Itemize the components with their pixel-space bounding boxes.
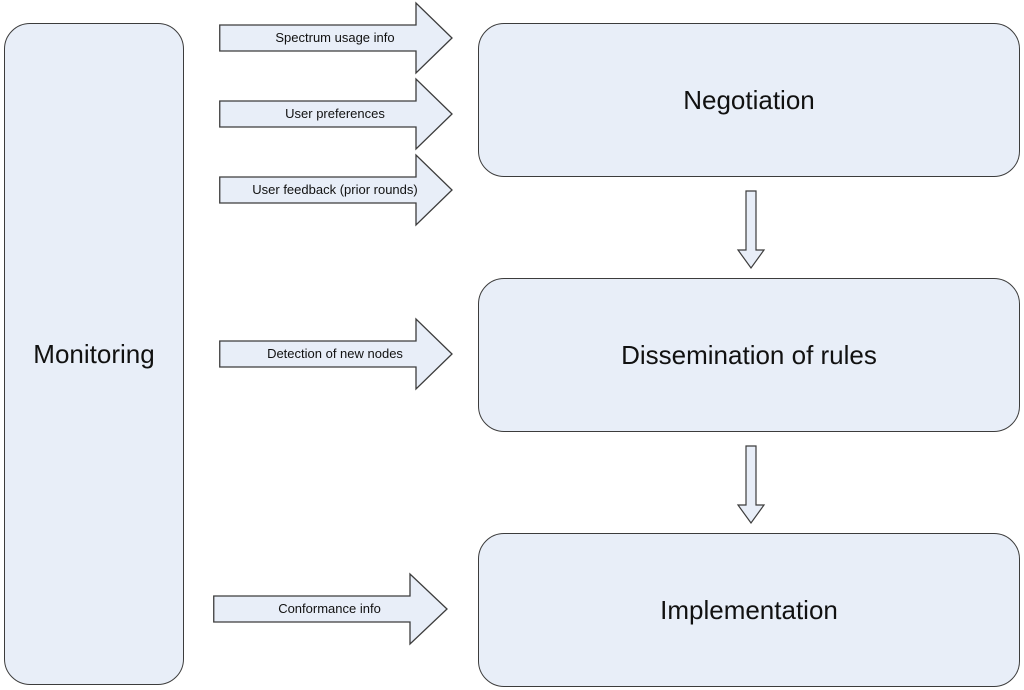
implementation-box: Implementation — [478, 533, 1020, 687]
right-arrow-icon — [213, 572, 448, 646]
monitoring-label: Monitoring — [33, 338, 155, 369]
down-arrow-icon — [736, 445, 766, 525]
down-arrow-icon — [736, 190, 766, 270]
conformance-label: Conformance info — [278, 601, 381, 616]
dissemination-box: Dissemination of rules — [478, 278, 1020, 432]
right-arrow-icon — [219, 153, 453, 227]
monitoring-box: Monitoring — [4, 23, 184, 685]
right-arrow-icon — [219, 1, 453, 75]
user-feedback-label: User feedback (prior rounds) — [252, 182, 418, 197]
dissemination-to-implementation-arrow — [736, 445, 766, 525]
user-feedback-arrow: User feedback (prior rounds) — [219, 153, 453, 227]
right-arrow-icon — [219, 77, 453, 151]
negotiation-box: Negotiation — [478, 23, 1020, 177]
negotiation-label: Negotiation — [683, 84, 815, 115]
negotiation-to-dissemination-arrow — [736, 190, 766, 270]
detection-new-nodes-label: Detection of new nodes — [267, 346, 403, 361]
conformance-arrow: Conformance info — [213, 572, 448, 646]
right-arrow-icon — [219, 317, 453, 391]
user-preferences-label: User preferences — [285, 106, 385, 121]
user-preferences-arrow: User preferences — [219, 77, 453, 151]
dissemination-label: Dissemination of rules — [621, 339, 877, 370]
detection-new-nodes-arrow: Detection of new nodes — [219, 317, 453, 391]
spectrum-usage-arrow: Spectrum usage info — [219, 1, 453, 75]
spectrum-usage-label: Spectrum usage info — [275, 30, 395, 45]
implementation-label: Implementation — [660, 594, 838, 625]
